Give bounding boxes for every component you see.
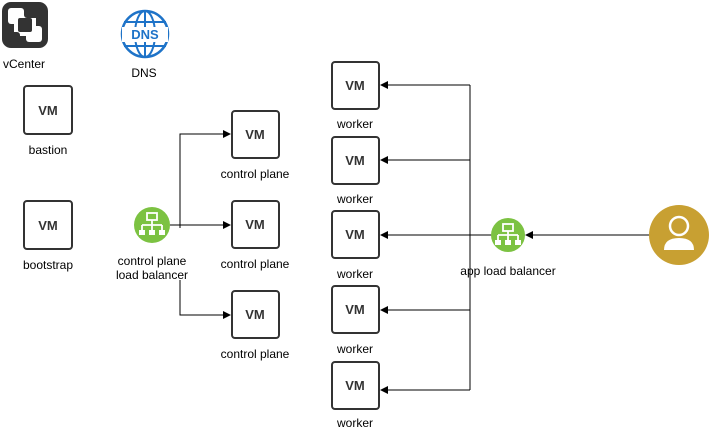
control-plane-label: control plane (221, 257, 290, 271)
worker-label: worker (336, 267, 373, 281)
edge-cplb-cp3 (179, 280, 231, 319)
worker-node[interactable]: VM worker (331, 61, 380, 131)
vm-icon-text: VM (245, 217, 265, 232)
vm-icon-text: VM (245, 127, 265, 142)
vcenter-icon (2, 2, 48, 48)
vm-icon: VM (331, 285, 380, 334)
bootstrap-node[interactable]: VM bootstrap (23, 200, 73, 272)
globe-icon: DNS (120, 9, 170, 59)
worker-node[interactable]: VM worker (331, 361, 380, 430)
worker-label: worker (336, 117, 373, 131)
user-node[interactable] (649, 205, 709, 265)
worker-label: worker (336, 192, 373, 206)
cp-lb-label-line2: load balancer (116, 268, 188, 282)
network-hub-icon (134, 207, 170, 243)
control-plane-node[interactable]: VM control plane (221, 290, 290, 361)
vm-icon-text: VM (345, 153, 365, 168)
vcenter-node[interactable]: vCenter (2, 2, 48, 71)
worker-label: worker (336, 342, 373, 356)
control-plane-node[interactable]: VM control plane (221, 110, 290, 181)
user-icon (649, 205, 709, 265)
dns-node[interactable]: DNS DNS (120, 9, 170, 80)
cp-lb-label-line1: control plane (118, 254, 187, 268)
vm-icon: VM (331, 136, 380, 185)
vm-icon: VM (331, 361, 380, 410)
vm-icon: VM (331, 61, 380, 110)
dns-label: DNS (131, 66, 156, 80)
vm-icon: VM (23, 85, 73, 135)
vm-icon: VM (231, 110, 280, 159)
control-plane-node[interactable]: VM control plane (221, 200, 290, 271)
bastion-node[interactable]: VM bastion (23, 85, 73, 157)
vm-icon-text: VM (38, 218, 58, 233)
vm-icon-text: VM (345, 378, 365, 393)
app-lb-label: app load balancer (460, 264, 555, 278)
bastion-label: bastion (29, 143, 68, 157)
app-lb-node[interactable]: app load balancer (460, 218, 556, 278)
dns-icon-text: DNS (131, 27, 159, 42)
worker-node[interactable]: VM worker (331, 210, 380, 281)
control-plane-label: control plane (221, 167, 290, 181)
control-plane-label: control plane (221, 347, 290, 361)
vm-icon: VM (23, 200, 73, 250)
worker-node[interactable]: VM worker (331, 285, 380, 356)
cp-lb-node[interactable]: control plane load balancer (116, 207, 188, 282)
vm-icon-text: VM (38, 103, 58, 118)
bootstrap-label: bootstrap (23, 258, 73, 272)
vm-icon: VM (231, 290, 280, 339)
vm-icon-text: VM (345, 302, 365, 317)
worker-label: worker (336, 416, 373, 430)
vm-icon: VM (331, 210, 380, 259)
network-hub-icon (491, 218, 525, 252)
vm-icon-text: VM (345, 227, 365, 242)
vm-icon-text: VM (245, 307, 265, 322)
worker-node[interactable]: VM worker (331, 136, 380, 206)
vm-icon: VM (231, 200, 280, 249)
edges (170, 81, 650, 394)
edge-cplb-cp1 (179, 130, 231, 228)
vcenter-label: vCenter (3, 57, 45, 71)
vm-icon-text: VM (345, 78, 365, 93)
